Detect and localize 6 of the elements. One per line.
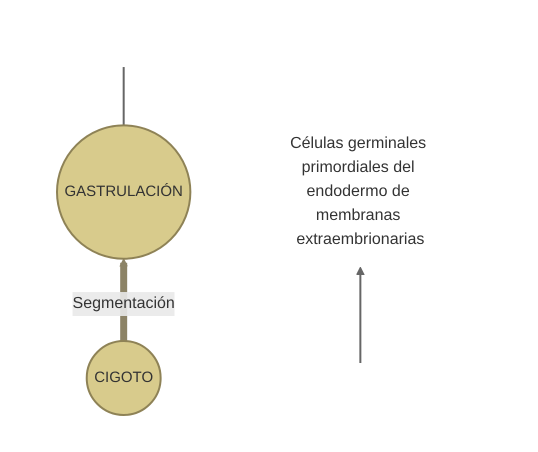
edge-label: Segmentación [72,295,176,312]
connector [123,67,125,126]
node-circle: GASTRULACIÓN [56,124,192,260]
node-text: Células germinales primordiales del endodermo de membranas extraembrionarias [290,135,426,248]
arrow [356,266,366,363]
node-circle: CIGOTO [86,340,162,416]
